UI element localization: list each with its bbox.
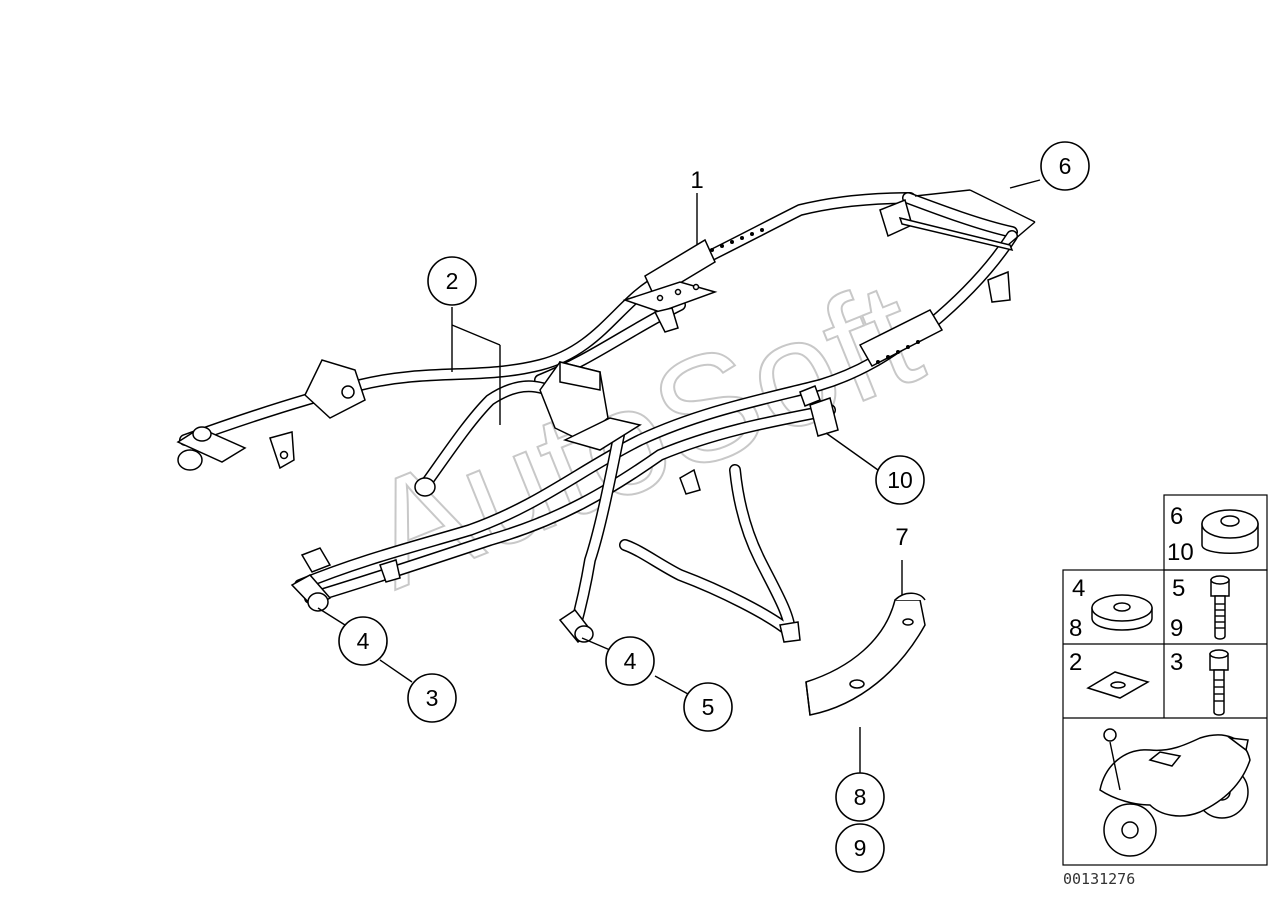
callout-3-label: 3 [426, 685, 439, 711]
legend-8-label: 8 [1069, 615, 1082, 642]
callout-1-label: 1 [690, 167, 703, 194]
legend-cell-3: 3 [1170, 649, 1229, 716]
parts-legend: 6 10 4 8 5 9 [1062, 494, 1268, 866]
callout-2-label: 2 [446, 268, 459, 294]
rubber-grommet-icon [1201, 509, 1259, 554]
callout-7-label: 7 [895, 524, 908, 551]
washer-icon [1091, 594, 1153, 631]
legend-cell-6-10: 6 10 [1167, 503, 1259, 566]
long-bolt-icon [1209, 649, 1229, 716]
callout-6: 6 [1040, 141, 1090, 191]
motorcycle-locator-icon [1099, 728, 1251, 857]
legend-cell-5-9: 5 9 [1170, 575, 1230, 642]
callout-4-left: 4 [338, 616, 388, 666]
seat-pad-drawing [805, 592, 926, 716]
callout-8-label: 8 [854, 784, 867, 810]
bolt-icon [1210, 575, 1230, 640]
callout-10-label: 10 [887, 467, 913, 493]
callout-5: 5 [683, 682, 733, 732]
legend-3-label: 3 [1170, 649, 1183, 676]
callout-4-right: 4 [605, 636, 655, 686]
callout-2: 2 [427, 256, 477, 306]
callout-5-label: 5 [702, 694, 715, 720]
callout-1: 1 [690, 167, 703, 194]
callout-3: 3 [407, 673, 457, 723]
rear-frame-drawing [176, 192, 1018, 644]
document-number: 00131276 [1063, 870, 1135, 888]
gasket-plate-icon [1086, 671, 1150, 699]
rail-hole-pattern-upper [710, 228, 764, 252]
leader-lines [317, 179, 1041, 773]
callout-10: 10 [875, 455, 925, 505]
legend-10-label: 10 [1167, 539, 1194, 566]
callout-4-left-label: 4 [357, 628, 370, 654]
legend-4-label: 4 [1072, 575, 1085, 602]
callout-6-label: 6 [1059, 153, 1072, 179]
callout-9: 9 [835, 823, 885, 873]
callout-9-label: 9 [854, 835, 867, 861]
legend-cell-2: 2 [1069, 649, 1150, 699]
legend-5-label: 5 [1172, 575, 1185, 602]
callout-7: 7 [895, 524, 908, 551]
callout-8: 8 [835, 772, 885, 822]
rail-hole-pattern-right [876, 340, 920, 364]
legend-2-label: 2 [1069, 649, 1082, 676]
legend-9-label: 9 [1170, 615, 1183, 642]
callout-4-right-label: 4 [624, 648, 637, 674]
legend-cell-4-8: 4 8 [1069, 575, 1153, 642]
legend-6-label: 6 [1170, 503, 1183, 530]
